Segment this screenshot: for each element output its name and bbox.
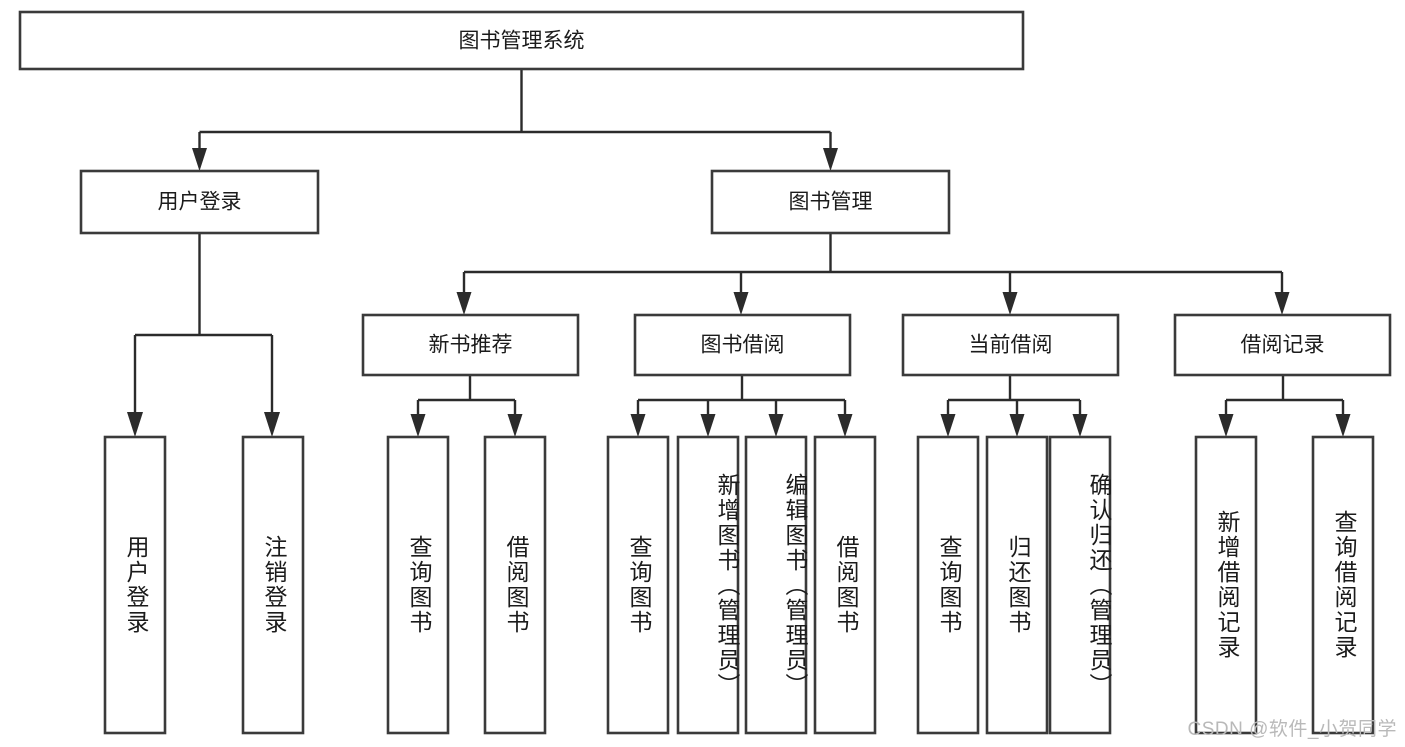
node-book-manage-label: 图书管理: [789, 191, 873, 214]
arrow-head-current-borrow: [1002, 292, 1018, 315]
node-borrow-record-label: 借阅记录: [1241, 334, 1325, 357]
arrow-head-borrow-record: [1274, 292, 1290, 315]
arrow-head-leaf-return-book: [1009, 414, 1025, 437]
node-user-login-label: 用户登录: [158, 191, 242, 214]
arrow-head-leaf-query-borrow-record: [1335, 414, 1351, 437]
node-book-borrow[interactable]: 图书借阅: [633, 313, 852, 377]
node-leaf-borrow-book-box[interactable]: [813, 435, 877, 735]
node-borrow-record[interactable]: 借阅记录: [1173, 313, 1392, 377]
connector-group-current-borrow: [940, 375, 1088, 437]
connector-group-book-manage: [456, 233, 1290, 315]
node-book-manage[interactable]: 图书管理: [710, 169, 951, 235]
node-user-login[interactable]: 用户登录: [79, 169, 320, 235]
node-leaf-query-book-recommend-box[interactable]: [386, 435, 450, 735]
node-new-book-recommend-label: 新书推荐: [429, 334, 513, 357]
arrow-head-leaf-user-login: [127, 412, 143, 437]
connector-group-new-book-recommend: [410, 375, 523, 437]
node-root[interactable]: 图书管理系统: [18, 10, 1025, 71]
arrow-head-leaf-borrow-book: [837, 414, 853, 437]
node-new-book-recommend[interactable]: 新书推荐: [361, 313, 580, 377]
arrow-head-leaf-borrow-book-recommend: [507, 414, 523, 437]
arrow-head-user-login: [192, 148, 207, 171]
node-leaf-logout-box[interactable]: [241, 435, 305, 735]
connector-group-root: [192, 69, 838, 171]
arrow-head-leaf-query-book-borrow: [630, 414, 646, 437]
node-book-borrow-box[interactable]: [633, 313, 852, 377]
arrow-head-leaf-add-borrow-record: [1218, 414, 1234, 437]
node-leaf-confirm-return-admin-box[interactable]: [1048, 435, 1112, 735]
node-root-label: 图书管理系统: [459, 30, 585, 53]
connector-group-user-login: [127, 233, 280, 437]
arrow-head-new-book-recommend: [456, 292, 472, 315]
arrow-head-leaf-confirm-return-admin: [1072, 414, 1088, 437]
connector-group-book-borrow: [630, 375, 853, 437]
arrow-head-book-manage: [823, 148, 838, 171]
node-root-box[interactable]: [18, 10, 1025, 71]
arrow-head-leaf-edit-book-admin: [768, 414, 784, 437]
arrow-head-leaf-query-book-recommend: [410, 414, 426, 437]
node-leaf-query-borrow-record-box[interactable]: [1311, 435, 1375, 735]
node-book-borrow-label: 图书借阅: [701, 334, 785, 357]
node-borrow-record-box[interactable]: [1173, 313, 1392, 377]
arrow-head-leaf-query-book-current: [940, 414, 956, 437]
node-leaf-edit-book-admin-box[interactable]: [744, 435, 808, 735]
node-leaf-query-book-borrow-box[interactable]: [606, 435, 670, 735]
node-user-login-box[interactable]: [79, 169, 320, 235]
connector-group-borrow-record: [1218, 375, 1351, 437]
node-leaf-add-book-admin-box[interactable]: [676, 435, 740, 735]
node-new-book-recommend-box[interactable]: [361, 313, 580, 377]
node-leaf-borrow-book-recommend-box[interactable]: [483, 435, 547, 735]
node-book-manage-box[interactable]: [710, 169, 951, 235]
csdn-watermark: CSDN @软件_小贺同学: [1187, 719, 1397, 740]
node-current-borrow[interactable]: 当前借阅: [901, 313, 1120, 377]
arrow-head-book-borrow: [733, 292, 749, 315]
arrow-head-leaf-logout: [264, 412, 280, 437]
node-leaf-return-book-box[interactable]: [985, 435, 1049, 735]
node-leaf-user-login-box[interactable]: [103, 435, 167, 735]
node-leaf-query-book-current-box[interactable]: [916, 435, 980, 735]
node-leaf-add-borrow-record-box[interactable]: [1194, 435, 1258, 735]
node-current-borrow-box[interactable]: [901, 313, 1120, 377]
node-current-borrow-label: 当前借阅: [969, 334, 1053, 357]
arrow-head-leaf-add-book-admin: [700, 414, 716, 437]
